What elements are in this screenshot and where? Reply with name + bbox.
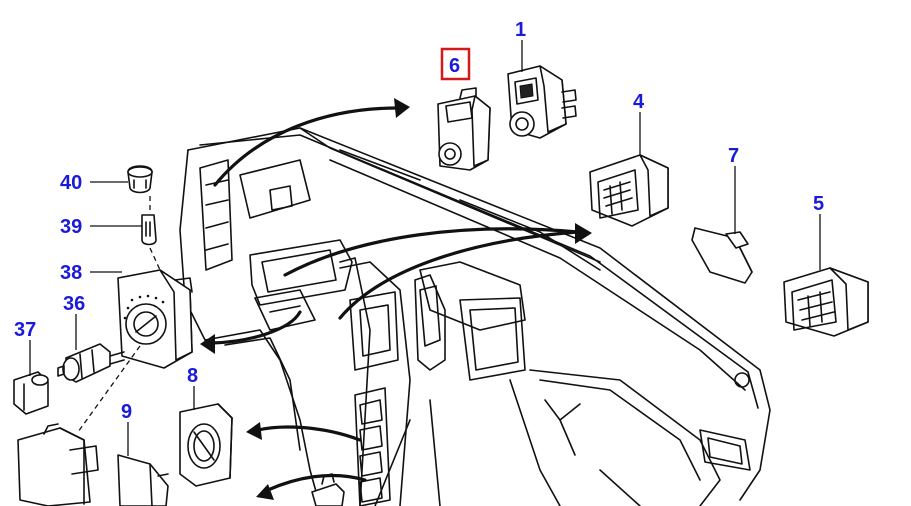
arrowhead-part-8: [246, 422, 262, 440]
arrowhead-part-38: [200, 334, 215, 354]
part-label-39[interactable]: 39: [60, 216, 82, 238]
part-39-bulb-drawing[interactable]: [141, 214, 157, 246]
part-labels: 1 4 5 6 7 8 9 36 37 38 39 40: [14, 19, 824, 423]
part-38-heater-control-drawing[interactable]: [117, 269, 193, 369]
part-8-bezel-drawing[interactable]: [179, 403, 233, 487]
part-label-5[interactable]: 5: [813, 193, 824, 215]
part-9-panel-drawing[interactable]: [117, 454, 169, 506]
part-5-vent-drawing[interactable]: [783, 267, 869, 337]
part-6-highlight-box: [440, 47, 471, 81]
part-label-9[interactable]: 9: [121, 401, 132, 423]
assembly-arrows: [200, 98, 592, 506]
part-6-switch-drawing[interactable]: [437, 87, 491, 171]
part-label-36[interactable]: 36: [63, 293, 85, 315]
part-label-37[interactable]: 37: [14, 319, 36, 341]
arrow-to-switches-a: [283, 227, 580, 277]
arrowhead-lower: [256, 484, 274, 500]
part-label-6[interactable]: 6: [449, 55, 460, 77]
lower-connector-drawing: [311, 473, 345, 506]
leader-lines: [29, 40, 821, 456]
arrow-to-part-8: [256, 425, 362, 442]
arrow-to-lower-part: [266, 473, 367, 492]
dashboard-panel: [179, 127, 771, 506]
part-36-switch-shaft-drawing[interactable]: [57, 343, 125, 383]
arrowhead-part-6: [394, 98, 410, 118]
arrow-to-part-6: [213, 106, 400, 187]
lower-left-cover-drawing: [17, 423, 99, 506]
part-37-knob-drawing[interactable]: [13, 371, 49, 415]
part-7-cover-drawing[interactable]: [691, 227, 753, 284]
part-label-40[interactable]: 40: [60, 172, 82, 194]
part-4-vent-drawing[interactable]: [589, 154, 669, 227]
part-label-4[interactable]: 4: [633, 91, 645, 113]
part-1-switch-drawing[interactable]: [507, 65, 577, 139]
arrowhead-switches: [575, 223, 592, 244]
arrow-to-switches-b: [338, 230, 580, 320]
part-label-1[interactable]: 1: [515, 19, 526, 41]
part-label-8[interactable]: 8: [187, 365, 198, 387]
arrow-to-part-38: [210, 310, 302, 345]
part-label-38[interactable]: 38: [60, 262, 82, 284]
part-40-bulb-holder-drawing[interactable]: [127, 165, 153, 194]
part-label-7[interactable]: 7: [728, 145, 739, 167]
